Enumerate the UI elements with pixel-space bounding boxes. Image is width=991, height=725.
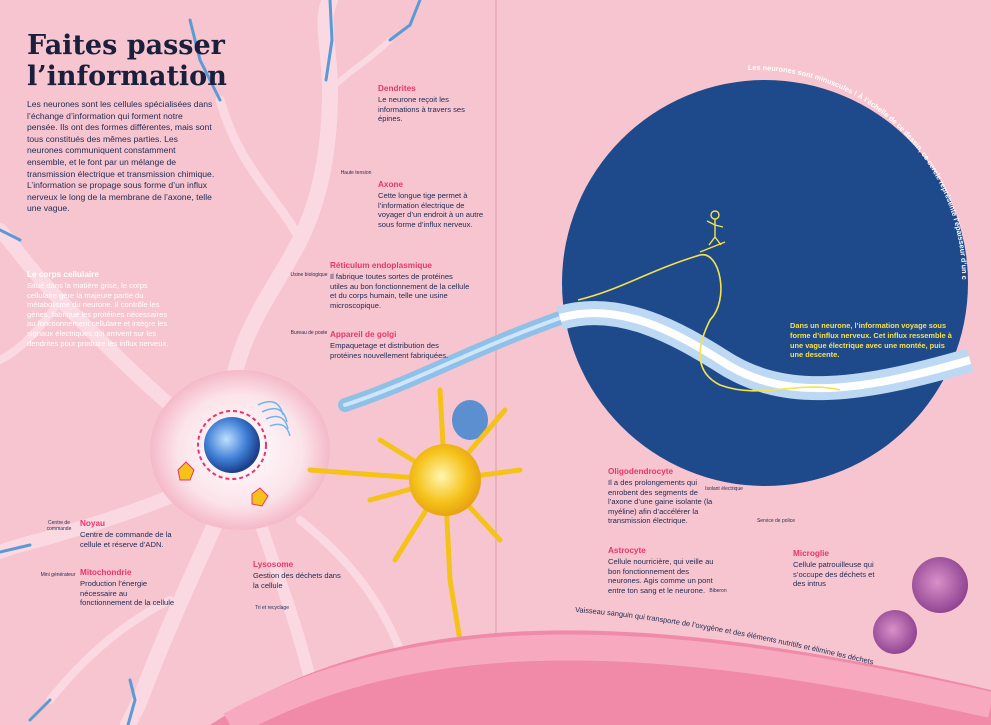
label-noyau: Noyau Centre de commande de la cellule e… — [80, 519, 176, 549]
label-noyau-title: Noyau — [80, 519, 106, 528]
microglia — [873, 557, 968, 654]
stamp-centre: Centre de commande — [46, 520, 72, 532]
label-corps-title: Le corps cellulaire — [27, 270, 99, 279]
astrocyte-body — [409, 444, 481, 516]
label-golgi: Appareil de golgi Empaquetage et distrib… — [330, 330, 465, 360]
label-oligodendrocyte-text: Il a des prolongements qui enrobent des … — [608, 478, 713, 526]
label-microglie-title: Microglie — [793, 549, 829, 558]
label-lysosome: Lysosome Gestion des déchets dans la cel… — [253, 560, 341, 590]
astrocyte-arms — [307, 387, 523, 643]
reticulum-shape — [257, 400, 291, 437]
label-golgi-title: Appareil de golgi — [330, 330, 397, 339]
label-reticulum: Réticulum endoplasmique Il fabrique tout… — [330, 261, 472, 310]
label-dendrites: Dendrites Le neurone reçoit les informat… — [378, 84, 490, 124]
nucleus — [204, 417, 260, 473]
label-reticulum-text: Il fabrique toutes sortes de protéines u… — [330, 272, 470, 310]
label-golgi-text: Empaquetage et distribution des protéine… — [330, 341, 449, 360]
stamp-recyclage: Tri et recyclage — [255, 605, 289, 611]
label-noyau-text: Centre de commande de la cellule et rése… — [80, 530, 172, 549]
label-oligodendrocyte-title: Oligodendrocyte — [608, 467, 674, 476]
label-mitochondrie-title: Mitochondrie — [80, 568, 132, 577]
label-mitochondrie: Mitochondrie Production l’énergie nécess… — [80, 568, 176, 608]
label-mitochondrie-text: Production l’énergie nécessaire au fonct… — [80, 579, 175, 608]
label-astrocyte: Astrocyte Cellule nourricière, qui veill… — [608, 546, 718, 595]
label-axone: Axone Cette longue tige permet à l’infor… — [378, 180, 490, 229]
stamp-signal: Haute tension — [340, 170, 372, 176]
label-lysosome-title: Lysosome — [253, 560, 294, 569]
label-astrocyte-title: Astrocyte — [608, 546, 646, 555]
wave-note: Dans un neurone, l’information voyage so… — [790, 321, 952, 360]
label-corps-cellulaire: Le corps cellulaire Situé dans la matièr… — [27, 270, 175, 348]
stamp-energie: Mini générateur — [40, 572, 76, 578]
wave-line — [577, 254, 841, 392]
intro-paragraph: Les neurones sont les cellules spécialis… — [27, 99, 215, 214]
stamp-nourrice: Biberon — [709, 588, 727, 594]
label-corps-text: Situé dans la matière grise, le corps ce… — [27, 281, 169, 348]
mitochondria — [177, 461, 269, 507]
label-dendrites-title: Dendrites — [378, 84, 416, 93]
stamp-police: Service de police — [756, 518, 796, 524]
stamp-usine: Usine biologique — [290, 272, 328, 278]
label-oligodendrocyte: Oligodendrocyte Il a des prolongements q… — [608, 467, 718, 526]
stamp-isolant: Isolant électrique — [705, 486, 743, 492]
label-axone-text: Cette longue tige permet à l’information… — [378, 191, 484, 229]
label-lysosome-text: Gestion des déchets dans la cellule — [253, 571, 341, 590]
label-axone-title: Axone — [378, 180, 404, 189]
label-dendrites-text: Le neurone reçoit les informations à tra… — [378, 95, 465, 124]
label-reticulum-title: Réticulum endoplasmique — [330, 261, 432, 270]
zoom-circle — [562, 80, 968, 486]
stamp-poste: Bureau de poste — [290, 330, 328, 336]
label-astrocyte-text: Cellule nourricière, qui veille au bon f… — [608, 557, 714, 595]
oligodendrocyte-cell — [452, 400, 488, 440]
label-microglie-text: Cellule patrouilleuse qui s’occupe des d… — [793, 560, 875, 589]
page-title: Faites passer l’information — [27, 30, 227, 92]
surfer — [699, 210, 726, 253]
label-microglie: Microglie Cellule patrouilleuse qui s’oc… — [793, 549, 888, 589]
